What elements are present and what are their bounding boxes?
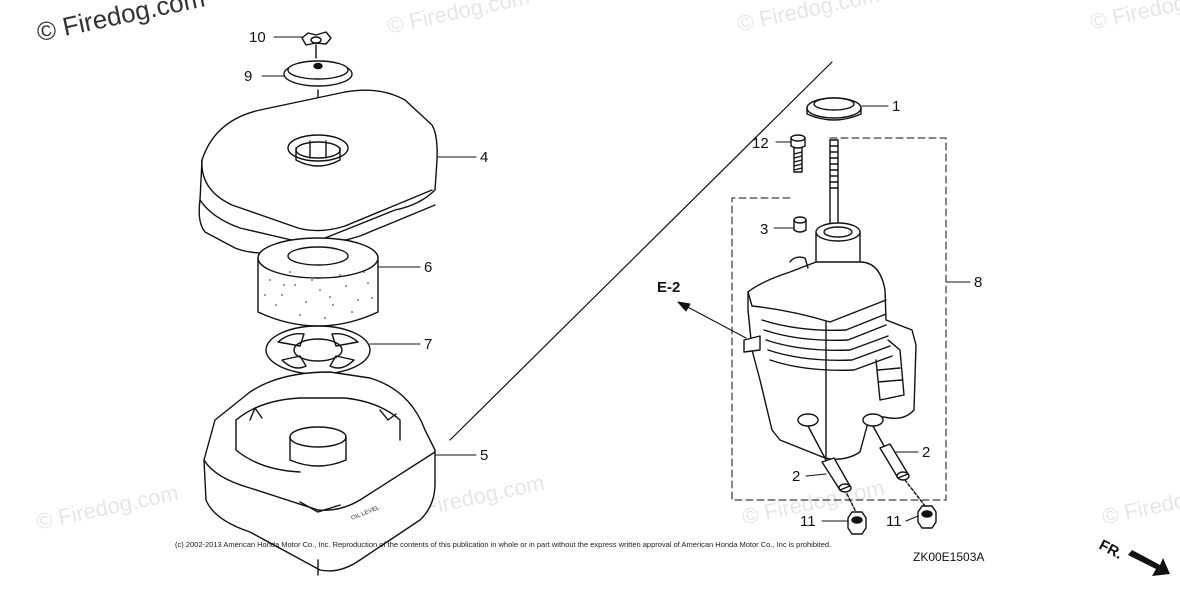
seal-ring-part (806, 97, 862, 121)
part-label-8: 8 (974, 274, 982, 291)
air-cleaner-case-part (203, 371, 436, 576)
collar-part (793, 216, 807, 233)
bolt-part (790, 134, 806, 173)
front-label: FR. (1096, 537, 1125, 563)
pipe-part (807, 425, 910, 493)
ref-label: E-2 (657, 279, 680, 296)
front-direction-icon (1128, 550, 1170, 576)
part-label-12: 12 (752, 135, 769, 152)
part-label-6: 6 (424, 259, 432, 276)
part-label-9: 9 (244, 68, 252, 85)
foam-element-part (257, 237, 379, 327)
cover-cap-part (283, 60, 353, 87)
diagram-code: ZK00E1503A (913, 550, 985, 564)
copyright-notice: (c) 2002-2013 American Honda Motor Co., … (175, 540, 832, 549)
part-label-1: 1 (892, 98, 900, 115)
leader-lines-right (773, 105, 971, 522)
gasket-part (265, 325, 371, 375)
nut-part (846, 479, 937, 535)
oil-tank-part (743, 139, 917, 461)
diagonal-divider (449, 61, 833, 441)
part-label-3: 3 (760, 221, 768, 238)
air-cleaner-cover-part (198, 89, 438, 254)
part-label-5: 5 (480, 447, 488, 464)
part-label-7: 7 (424, 336, 432, 353)
leader-lines-left (261, 36, 477, 456)
part-label-4: 4 (480, 149, 488, 166)
part-label-2: 2 (792, 468, 800, 485)
part-label-11: 11 (800, 513, 816, 530)
part-label-11: 11 (886, 513, 902, 530)
wing-nut-part (301, 31, 332, 59)
part-label-2: 2 (922, 444, 930, 461)
ref-arrow (677, 301, 747, 339)
part-label-10: 10 (249, 29, 266, 46)
assembly-bracket (731, 137, 947, 501)
